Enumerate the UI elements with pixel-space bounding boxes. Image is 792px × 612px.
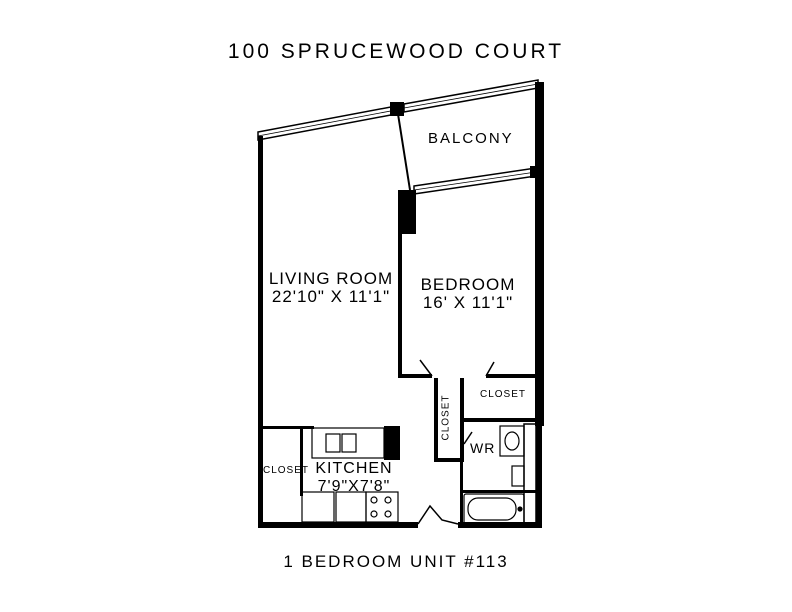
living-room-label: LIVING ROOM 22'10" X 11'1" <box>268 270 394 306</box>
right-wall-lower <box>536 426 542 528</box>
closet-wall-left <box>434 378 438 462</box>
closet-wall-bottom <box>434 458 464 462</box>
balcony-door <box>397 113 411 191</box>
kitchen-closet-label: CLOSET <box>263 465 310 476</box>
sink-left <box>325 433 341 453</box>
burner-icon <box>384 496 392 504</box>
closet-door <box>485 361 495 377</box>
fridge <box>301 491 335 523</box>
bedroom-closet-bottom <box>460 418 538 422</box>
kitchen-fixtures <box>301 427 399 523</box>
bedroom-name: BEDROOM <box>420 275 516 294</box>
page-title: 100 SPRUCEWOOD COURT <box>227 40 565 63</box>
bottom-wall-right <box>458 522 542 528</box>
sink-right <box>341 433 357 453</box>
column <box>398 190 416 234</box>
left-wall <box>258 136 263 528</box>
drain-icon <box>517 506 523 512</box>
bedroom-bottom-wall-a <box>398 374 432 378</box>
stove <box>365 491 399 523</box>
sink-icon <box>504 431 520 451</box>
burner-icon <box>370 510 378 518</box>
bedroom-bottom-wall-b <box>486 374 538 378</box>
living-room-name: LIVING ROOM <box>268 269 394 288</box>
entry-door <box>417 504 459 525</box>
burner-icon <box>384 510 392 518</box>
living-room-size: 22'10" X 11'1" <box>271 287 391 306</box>
wr-wall-left <box>460 422 463 526</box>
bedroom-left-wall <box>398 192 402 378</box>
walls <box>258 82 544 528</box>
right-wall <box>535 82 544 426</box>
vanity <box>499 425 525 457</box>
bedroom-door <box>419 359 433 377</box>
wr-door <box>463 431 473 445</box>
kitchen-counter-top <box>311 427 385 459</box>
doors <box>417 359 495 525</box>
burner-icon <box>370 496 378 504</box>
counter-bottom <box>335 491 367 523</box>
balcony-label: BALCONY <box>428 130 514 147</box>
washroom-label: WR <box>470 440 496 456</box>
washroom-fixtures <box>463 425 525 525</box>
window-post <box>390 102 404 116</box>
kitchen-closet-wall <box>300 426 303 496</box>
toilet <box>511 465 525 487</box>
wr-window <box>523 423 537 527</box>
bottom-wall-left <box>258 522 418 528</box>
bathtub <box>463 493 525 525</box>
kitchen-top-wall <box>258 426 314 429</box>
unit-caption: 1 BEDROOM UNIT #113 <box>283 552 509 571</box>
bedroom-size: 16' X 11'1" <box>422 293 514 312</box>
bedroom-label: BEDROOM 16' X 11'1" <box>412 276 524 312</box>
wr-wall-mid <box>460 490 536 493</box>
kitchen-label: KITCHEN 7'9"X7'8" <box>306 460 402 496</box>
hall-closet-label: CLOSET <box>440 394 452 441</box>
kitchen-column <box>384 426 400 460</box>
kitchen-size: 7'9"X7'8" <box>317 478 391 495</box>
bedroom-closet-label: CLOSET <box>480 389 527 400</box>
kitchen-name: KITCHEN <box>315 460 393 477</box>
